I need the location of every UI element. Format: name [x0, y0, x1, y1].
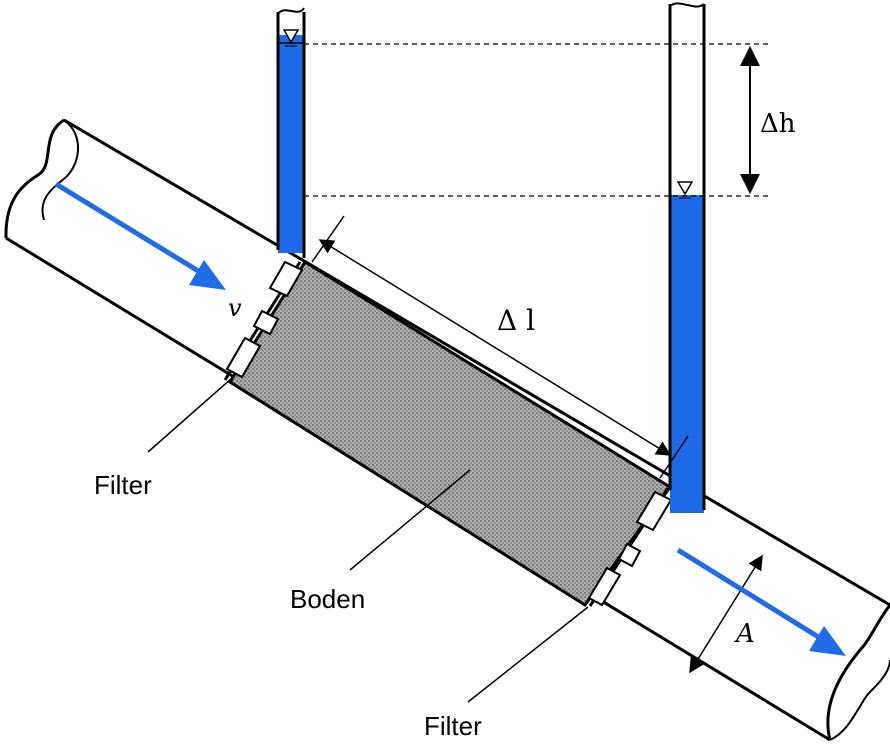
water-level-right-icon	[676, 181, 694, 196]
pipe-left-end-inner	[41, 119, 79, 221]
leader-filter-right	[467, 606, 589, 703]
delta-l-extension-left	[311, 215, 345, 263]
soil-label: Boden	[290, 584, 365, 614]
area-dimension	[689, 554, 763, 674]
pipe-right-end-inner	[829, 659, 890, 741]
water-level-left-icon	[282, 29, 300, 44]
pipe-left-end	[4, 118, 65, 239]
delta-l-extension-right	[659, 435, 689, 479]
filter-right-label: Filter	[424, 711, 482, 741]
standpipe-left	[276, 7, 306, 258]
delta-l-dimension	[318, 239, 672, 456]
filter-left	[223, 260, 304, 381]
pipe-right-end	[826, 604, 890, 741]
filter-left-label: Filter	[94, 470, 152, 500]
area-label: A	[734, 619, 755, 649]
velocity-label: v	[228, 294, 242, 322]
filter-right	[587, 487, 673, 607]
soil-sample	[227, 259, 673, 608]
flow-arrow-in	[54, 181, 226, 290]
delta-h-label: Δh	[760, 109, 796, 139]
leader-filter-left	[147, 377, 233, 453]
leader-soil	[349, 469, 471, 571]
delta-l-label: Δ l	[497, 304, 535, 337]
flow-arrow-out	[676, 547, 846, 656]
